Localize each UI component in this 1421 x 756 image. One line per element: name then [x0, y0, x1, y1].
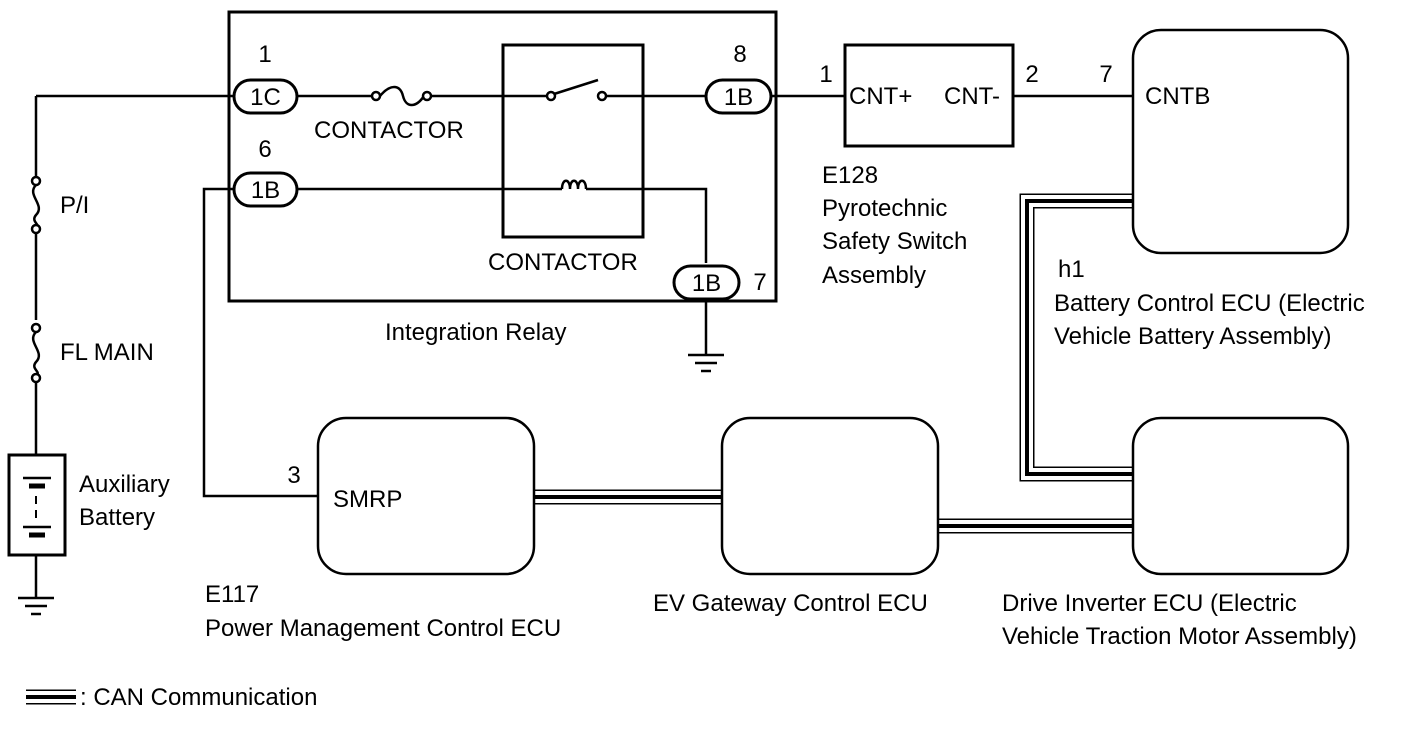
fuse-pi: P/I: [30, 175, 89, 235]
fuse-fl-main-label: FL MAIN: [60, 339, 154, 366]
can-line-pm-gateway: [534, 489, 722, 505]
legend-can: : CAN Communication: [26, 684, 317, 711]
pyro-term-plus: CNT+: [849, 83, 912, 110]
inverter-ecu-name-line1: Drive Inverter ECU (Electric: [1002, 590, 1297, 617]
ev-gateway-ecu: EV Gateway Control ECU: [653, 416, 940, 617]
connector-1b-pin6: 1B: [232, 171, 299, 208]
ground-symbol-battery: [18, 596, 54, 616]
drive-inverter-ecu: Drive Inverter ECU (Electric Vehicle Tra…: [1002, 416, 1357, 650]
connector-1b-pin8-label: 1B: [724, 84, 753, 111]
fuse-pi-label: P/I: [60, 192, 89, 219]
integration-relay-label: Integration Relay: [385, 319, 566, 346]
pyro-name-line2: Safety Switch: [822, 228, 967, 255]
integration-relay: 1C 1B 1B 1B 1 6 8 7 CONTACTOR CONTACTOR: [227, 10, 778, 303]
power-feed-wires: [34, 94, 234, 597]
battery-ecu-name-line1: Battery Control ECU (Electric: [1054, 290, 1365, 317]
battery-ecu-pin-7: 7: [1099, 61, 1112, 88]
battery-label-line1: Auxiliary: [79, 471, 170, 498]
battery-control-ecu: CNTB 7 h1 Battery Control ECU (Electric …: [1054, 28, 1365, 350]
pm-ecu-pin-3: 3: [287, 462, 300, 489]
power-management-ecu: SMRP 3 E117 Power Management Control ECU: [205, 416, 561, 642]
battery-label-line2: Battery: [79, 504, 155, 531]
pyro-pin-1: 1: [819, 61, 832, 88]
pin-number-7: 7: [753, 269, 766, 296]
contactor-fuse-label: CONTACTOR: [314, 117, 464, 144]
connector-1b-pin7: 1B: [672, 264, 741, 301]
pin-number-6: 6: [258, 136, 271, 163]
contactor-coil: [560, 179, 588, 190]
ground-symbol-relay: [688, 299, 724, 373]
inverter-ecu-name-line2: Vehicle Traction Motor Assembly): [1002, 623, 1357, 650]
can-line-battery-inverter: [1019, 193, 1133, 482]
auxiliary-battery: Auxiliary Battery: [7, 453, 170, 557]
pyro-name-line1: Pyrotechnic: [822, 195, 947, 222]
contactor-switch: [545, 78, 608, 102]
legend-can-label: : CAN Communication: [80, 684, 317, 711]
pm-ecu-name: Power Management Control ECU: [205, 615, 561, 642]
contactor-fuse: [370, 85, 433, 107]
battery-ecu-name-line2: Vehicle Battery Assembly): [1054, 323, 1331, 350]
can-bus-lines: [534, 193, 1133, 534]
pyro-name-line3: Assembly: [822, 262, 926, 289]
pyro-term-minus: CNT-: [944, 83, 1000, 110]
connector-1b-pin6-label: 1B: [251, 177, 280, 204]
fuse-fl-main: FL MAIN: [30, 322, 154, 384]
pyrotechnic-safety-switch: CNT+ CNT- 1 2 E128 Pyrotechnic Safety Sw…: [771, 43, 1133, 289]
contactor-relay-box: [501, 43, 645, 239]
connector-1c-label: 1C: [250, 84, 281, 111]
connector-1b-pin7-label: 1B: [692, 270, 721, 297]
connector-1c: 1C: [232, 78, 299, 115]
gateway-ecu-name: EV Gateway Control ECU: [653, 590, 928, 617]
pin-number-1: 1: [258, 41, 271, 68]
contactor-relay-label: CONTACTOR: [488, 249, 638, 276]
pm-ecu-code: E117: [205, 581, 259, 608]
pyro-code: E128: [822, 162, 878, 189]
battery-ecu-terminal-cntb: CNTB: [1145, 83, 1210, 110]
pyro-pin-2: 2: [1025, 61, 1038, 88]
smrp-signal-wire: [202, 187, 318, 498]
pm-ecu-terminal-smrp: SMRP: [333, 486, 402, 513]
connector-1b-pin8: 1B: [704, 78, 773, 115]
can-line-gateway-inverter: [938, 518, 1133, 534]
legend-can-symbol: [26, 689, 76, 705]
pin-number-8: 8: [733, 41, 746, 68]
battery-ecu-code: h1: [1058, 256, 1085, 283]
